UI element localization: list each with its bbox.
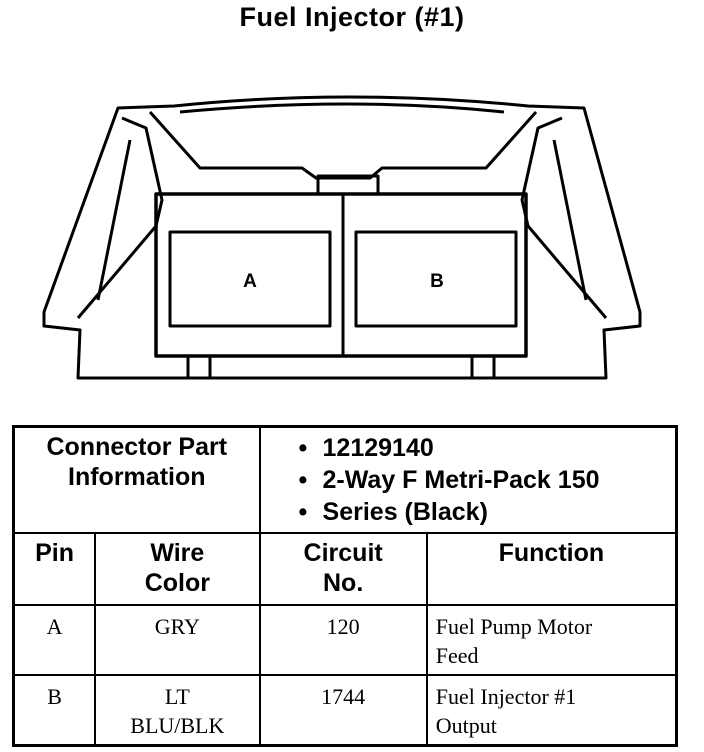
connector-body [154, 192, 528, 358]
part-info-label: Connector Part Information [12, 425, 261, 534]
connector-left-wall-inner [96, 139, 132, 301]
diagram-title: Fuel Injector (#1) [239, 2, 465, 32]
part-series: Series (Black) [299, 496, 675, 528]
column-header-row: Pin Wire Color Circuit No. Function [12, 532, 678, 606]
cavity-b [354, 230, 518, 328]
header-circuit-no: Circuit No. [258, 532, 428, 606]
header-wire-color: Wire Color [94, 532, 261, 606]
circuit-cell: 120 [258, 604, 428, 676]
connector-foot-right [470, 354, 496, 380]
connector-latch [316, 174, 380, 194]
connector-arch-inner [179, 102, 505, 114]
connector-drawing: A B [42, 95, 642, 380]
table-row: A GRY 120 Fuel Pump Motor Feed [12, 604, 678, 676]
pin-cell: A [12, 604, 97, 676]
cavity-a-label: A [243, 271, 257, 292]
part-number: 12129140 [299, 432, 675, 464]
header-function: Function [425, 532, 678, 606]
function-cell: Fuel Pump Motor Feed [425, 604, 678, 676]
function-cell: Fuel Injector #1 Output [425, 674, 678, 747]
cavity-b-label: B [430, 271, 444, 292]
connector-arch [148, 111, 538, 180]
connector-left-wall [76, 116, 164, 319]
connector-right-wall [520, 116, 608, 319]
wire-color-cell: GRY [94, 604, 261, 676]
part-info-values: 12129140 2-Way F Metri-Pack 150 Series (… [258, 425, 678, 534]
part-description: 2-Way F Metri-Pack 150 [299, 464, 675, 496]
pin-cell: B [12, 674, 97, 747]
circuit-cell: 1744 [258, 674, 428, 747]
connector-housing-outline [42, 95, 642, 380]
table-row: B LT BLU/BLK 1744 Fuel Injector #1 Outpu… [12, 674, 678, 747]
cavity-a [168, 230, 332, 328]
header-pin: Pin [12, 532, 97, 606]
connector-right-wall-inner [552, 139, 588, 301]
part-info-row: Connector Part Information 12129140 2-Wa… [12, 425, 678, 534]
wire-color-cell: LT BLU/BLK [94, 674, 261, 747]
connector-info-table: Connector Part Information 12129140 2-Wa… [12, 425, 678, 747]
connector-foot-left [186, 354, 212, 380]
